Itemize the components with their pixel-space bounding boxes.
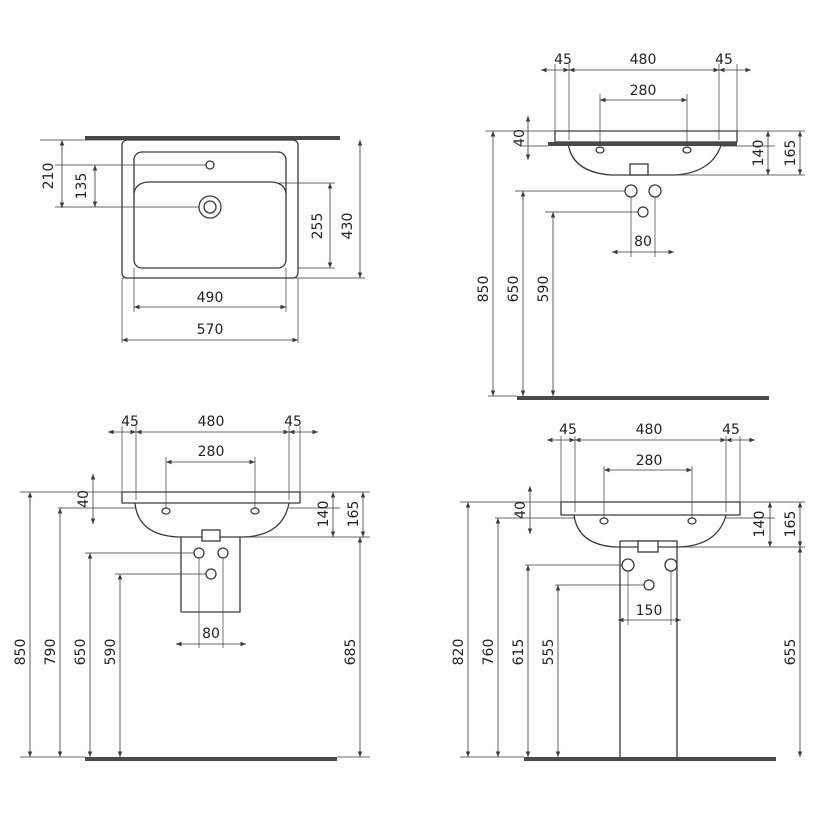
top-view: 210 135 255 430 490 570 bbox=[40, 136, 365, 343]
pipe-right bbox=[217, 547, 229, 559]
floor-strip bbox=[85, 757, 337, 761]
pipe-left bbox=[624, 184, 638, 198]
dim-650: 650 bbox=[73, 639, 89, 666]
dim-850: 850 bbox=[476, 276, 492, 303]
dim-685: 685 bbox=[343, 639, 359, 666]
pedestal bbox=[619, 540, 678, 758]
dim-165: 165 bbox=[346, 501, 362, 528]
pipe-right bbox=[664, 558, 678, 572]
pipe-drain bbox=[643, 579, 655, 591]
dim-40: 40 bbox=[512, 129, 528, 147]
basin-profile bbox=[560, 501, 741, 548]
dim-140: 140 bbox=[752, 511, 768, 538]
dim-165: 165 bbox=[783, 140, 799, 167]
dim-140: 140 bbox=[751, 140, 767, 167]
dim-590: 590 bbox=[103, 639, 119, 666]
dim-45a: 45 bbox=[554, 52, 572, 68]
dim-140: 140 bbox=[316, 501, 332, 528]
floor-strip bbox=[524, 757, 776, 761]
half-pedestal bbox=[180, 536, 241, 613]
pipe-drain bbox=[637, 206, 649, 218]
dim-45a: 45 bbox=[121, 414, 139, 430]
basin-inner-outline bbox=[133, 151, 287, 269]
dim-820: 820 bbox=[451, 639, 467, 666]
dim-255: 255 bbox=[310, 213, 326, 240]
dim-490: 490 bbox=[197, 290, 224, 306]
wall-strip bbox=[85, 136, 340, 140]
half-pedestal-view: 45 480 45 280 40 140 165 80 850 790 650 … bbox=[13, 414, 370, 761]
tap-hole bbox=[205, 160, 215, 170]
pipe-left bbox=[621, 558, 635, 572]
dim-150: 150 bbox=[636, 603, 663, 619]
dim-40: 40 bbox=[513, 501, 529, 519]
dim-280: 280 bbox=[198, 444, 225, 460]
fix-hole-right bbox=[250, 507, 260, 515]
dim-280: 280 bbox=[630, 83, 657, 99]
dim-655: 655 bbox=[783, 639, 799, 666]
pipe-right bbox=[648, 184, 662, 198]
overflow-slot bbox=[637, 540, 659, 553]
fix-hole-left bbox=[599, 517, 609, 525]
dim-45b: 45 bbox=[284, 414, 302, 430]
fix-hole-left bbox=[595, 146, 605, 154]
dim-135: 135 bbox=[74, 173, 90, 200]
pedestal-view: 45 480 45 280 40 140 165 150 820 760 615… bbox=[451, 422, 805, 761]
dim-480: 480 bbox=[198, 414, 225, 430]
dim-430: 430 bbox=[340, 213, 356, 240]
dim-80: 80 bbox=[634, 234, 652, 250]
dim-570: 570 bbox=[197, 322, 224, 338]
floor-strip bbox=[517, 396, 769, 400]
dim-615: 615 bbox=[511, 639, 527, 666]
pipe-drain bbox=[205, 568, 217, 580]
dim-480: 480 bbox=[630, 52, 657, 68]
dim-45b: 45 bbox=[715, 52, 733, 68]
dim-790: 790 bbox=[43, 639, 59, 666]
dim-650: 650 bbox=[506, 276, 522, 303]
dim-45a: 45 bbox=[559, 422, 577, 438]
bowl-edge bbox=[133, 181, 287, 194]
counter-strip bbox=[548, 142, 737, 146]
pipe-left bbox=[193, 547, 205, 559]
dim-590: 590 bbox=[536, 276, 552, 303]
drain-outer bbox=[198, 195, 222, 219]
dim-165: 165 bbox=[783, 511, 799, 538]
overflow-slot bbox=[201, 529, 221, 542]
fix-hole-right bbox=[687, 517, 697, 525]
dim-280: 280 bbox=[636, 453, 663, 469]
dim-850: 850 bbox=[13, 639, 29, 666]
fix-hole-right bbox=[682, 146, 692, 154]
dim-210: 210 bbox=[41, 163, 57, 190]
dim-80: 80 bbox=[202, 626, 220, 642]
dim-555: 555 bbox=[541, 639, 557, 666]
dim-760: 760 bbox=[481, 639, 497, 666]
dim-480: 480 bbox=[636, 422, 663, 438]
overflow-slot bbox=[629, 163, 649, 176]
dim-45b: 45 bbox=[722, 422, 740, 438]
drain-inner bbox=[203, 200, 217, 214]
fix-hole-left bbox=[161, 507, 171, 515]
dim-40: 40 bbox=[76, 490, 92, 508]
side-view: 45 480 45 280 40 140 165 80 850 650 590 bbox=[476, 52, 805, 400]
